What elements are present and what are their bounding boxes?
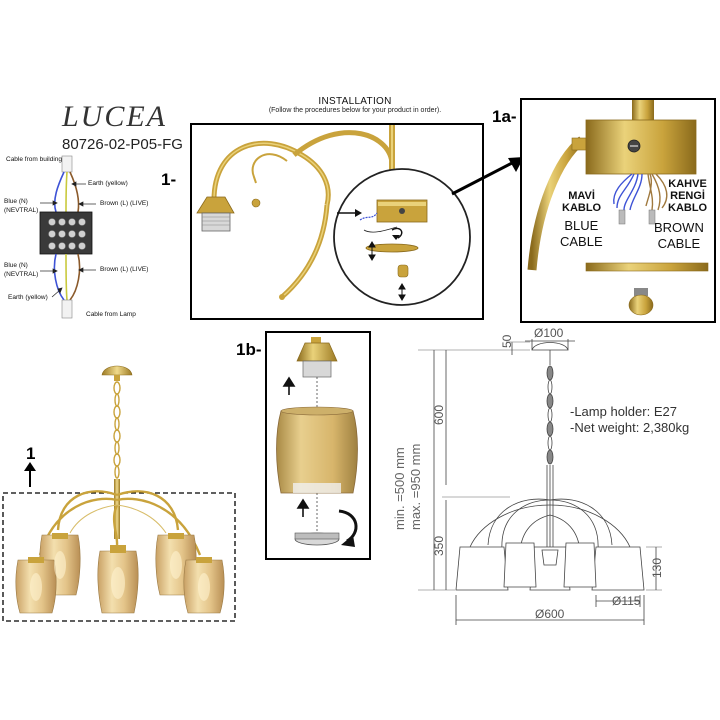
step-1b-illustration [276, 337, 358, 547]
label-blue-cable-tr: MAVİ KABLO [562, 190, 601, 214]
dim-shade-height: 130 [650, 557, 664, 578]
label-brown-en-1: BROWN [654, 220, 704, 235]
technical-drawing [418, 339, 662, 625]
label-brown-cable-en: BROWN CABLE [654, 220, 704, 252]
label-brown-en-2: CABLE [657, 236, 701, 251]
step-1b-label: 1b- [236, 340, 262, 359]
label-earth-top: Earth (yellow) [88, 180, 128, 187]
dim-chain-length: 600 [432, 404, 446, 425]
model-number: 80726-02-P05-FG [62, 136, 183, 153]
label-blue-bottom-1: Blue (N) [4, 262, 28, 269]
step-1a-illustration [527, 100, 709, 316]
wiring-diagram [39, 155, 96, 319]
label-blue-top-2: (NEVTRAL) [4, 207, 39, 214]
step-1a-label: 1a- [492, 107, 517, 126]
brand-name: LUCEA [62, 100, 168, 133]
up-arrow-icon [24, 462, 36, 487]
installation-title-block: INSTALLATION (Follow the procedures belo… [240, 96, 470, 114]
arrow-to-1a [451, 157, 524, 196]
installation-title: INSTALLATION [318, 96, 392, 107]
dim-canopy-diameter: Ø100 [534, 326, 564, 340]
dim-shade-diameter: Ø115 [612, 594, 641, 608]
label-earth-bottom: Earth (yellow) [8, 294, 48, 301]
label-brown-tr-2: RENGİ [670, 190, 705, 202]
label-blue-tr-2: KABLO [562, 202, 602, 214]
dim-overall-diameter: Ø600 [535, 607, 565, 621]
dim-canopy-height: 50 [500, 334, 514, 348]
spec-lamp-holder: -Lamp holder: E27 [570, 404, 677, 419]
label-brown-tr-1: KAHVE [668, 178, 707, 190]
step-1-product-label: 1 [26, 444, 36, 463]
label-brown-tr-3: KABLO [668, 202, 708, 214]
step-1a-panel: MAVİ KABLO BLUE CABLE KAHVE RENGİ KABLO … [520, 98, 716, 323]
label-blue-en-2: CABLE [560, 234, 603, 249]
label-cable-from-lamp: Cable from Lamp [86, 311, 136, 318]
label-blue-en-1: BLUE [564, 218, 599, 233]
installation-subtitle: (Follow the procedures below for your pr… [268, 107, 442, 114]
step-1-illustration [196, 125, 471, 306]
step-1-panel [190, 123, 484, 320]
step-1b-panel [265, 331, 371, 560]
label-brown-cable-tr: KAHVE RENGİ KABLO [668, 178, 707, 214]
label-blue-cable-en: BLUE CABLE [560, 218, 603, 250]
dim-max-height: max. =950 mm [408, 443, 423, 530]
label-brown-top: Brown (L) (LIVE) [100, 200, 149, 207]
label-brown-bottom: Brown (L) (LIVE) [100, 266, 149, 273]
dim-body-height: 350 [432, 535, 446, 556]
label-blue-bottom-2: (NEVTRAL) [4, 271, 39, 278]
label-cable-from-building: Cable from building [6, 156, 63, 163]
dim-min-height: min. =500 mm [392, 447, 407, 530]
product-photo [2, 365, 236, 622]
label-blue-tr-1: MAVİ [568, 190, 595, 202]
step-1-label: 1- [161, 170, 177, 189]
spec-net-weight: -Net weight: 2,380kg [570, 420, 690, 435]
label-blue-top-1: Blue (N) [4, 198, 28, 205]
